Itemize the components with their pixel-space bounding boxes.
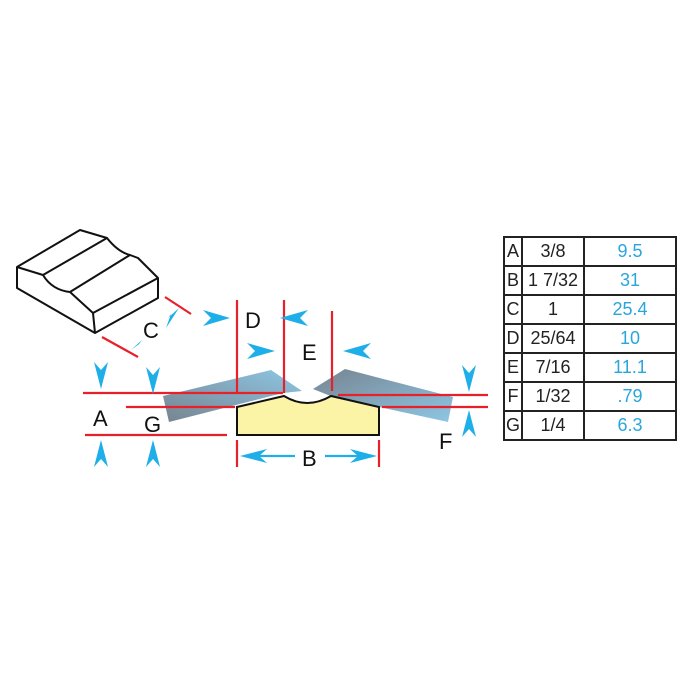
row-key: C	[503, 294, 523, 325]
arrow-d-right	[203, 310, 230, 326]
label-f: F	[439, 429, 452, 454]
mm-value: 25.4	[583, 294, 677, 325]
label-b: B	[302, 446, 317, 471]
inch-value: 1 7/32	[521, 265, 585, 296]
inch-value: 25/64	[521, 323, 585, 354]
row-key: G	[503, 410, 523, 441]
mm-value: 6.3	[583, 410, 677, 441]
row-key: B	[503, 265, 523, 296]
row-key: D	[503, 323, 523, 354]
arrow-a-down	[94, 362, 108, 389]
arrow-b-left	[240, 449, 267, 463]
arrow-e-right	[247, 343, 275, 359]
arrows	[94, 308, 476, 467]
row-key: F	[503, 381, 523, 412]
profile-shape	[236, 394, 380, 436]
arrow-d-left	[280, 310, 308, 326]
arrow-e-left	[343, 343, 371, 359]
dimension-lines	[83, 296, 488, 467]
row-key: E	[503, 352, 523, 383]
inch-value: 7/16	[521, 352, 585, 383]
mm-value: 9.5	[583, 236, 677, 267]
arrow-c-up	[166, 308, 179, 328]
inch-value: 3/8	[521, 236, 585, 267]
label-e: E	[302, 340, 317, 365]
label-d: D	[245, 308, 261, 333]
arrow-g-up	[146, 440, 160, 467]
inch-value: 1/4	[521, 410, 585, 441]
arrow-f-down	[462, 365, 476, 392]
label-a: A	[93, 406, 108, 431]
arrow-a-up	[94, 440, 108, 467]
mm-value: 10	[583, 323, 677, 354]
inch-value: 1/32	[521, 381, 585, 412]
arrow-f-up	[462, 410, 476, 437]
mm-value: 31	[583, 265, 677, 296]
label-g: G	[144, 412, 161, 437]
label-c: C	[143, 318, 159, 343]
row-key: A	[503, 236, 523, 267]
arrow-g-down	[146, 367, 160, 394]
dimension-labels: A G D E B C F	[93, 308, 452, 471]
inch-value: 1	[521, 294, 585, 325]
mm-value: .79	[583, 381, 677, 412]
arrow-b-right	[350, 449, 377, 463]
isometric-block-icon	[16, 229, 159, 334]
arrow-c-down	[131, 336, 150, 350]
mm-value: 11.1	[583, 352, 677, 383]
